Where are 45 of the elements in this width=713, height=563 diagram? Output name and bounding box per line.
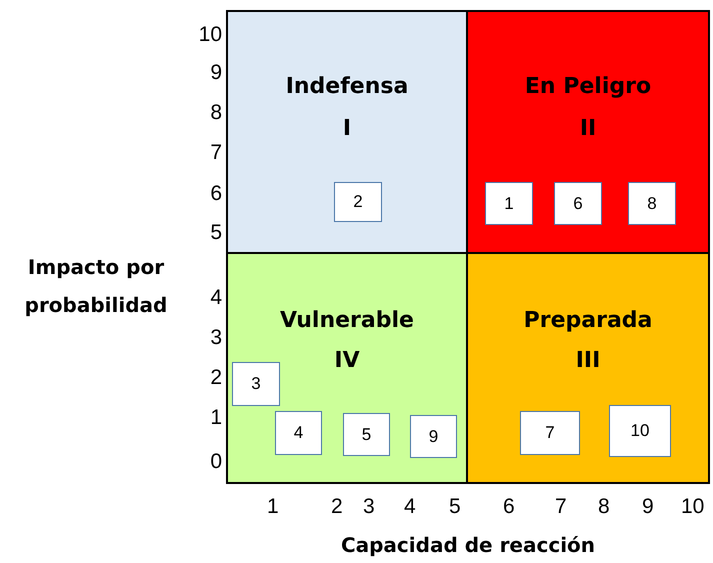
numbered-box: 2 (334, 182, 382, 222)
quadrant-panel (466, 252, 710, 484)
axis-tick-label: 1 (267, 495, 279, 519)
numbered-box: 1 (485, 182, 533, 225)
axis-tick-label: 10 (198, 23, 222, 47)
axis-title: Capacidad de reacción (340, 533, 596, 557)
axis-tick-label: 8 (598, 495, 610, 519)
axis-tick-label: 4 (210, 286, 222, 310)
axis-tick-label: 2 (210, 366, 222, 390)
numbered-box: 7 (520, 411, 580, 455)
quadrant-title: En Peligro (524, 74, 652, 99)
quadrant-title: Preparada (522, 308, 654, 333)
quadrant-title: Indefensa (284, 74, 410, 99)
axis-tick-label: 1 (210, 406, 222, 430)
axis-tick-label: 9 (210, 61, 222, 85)
axis-tick-label: 3 (363, 495, 375, 519)
axis-tick-label: 5 (449, 495, 461, 519)
axis-tick-label: 2 (331, 495, 343, 519)
quadrant-panel (226, 252, 468, 484)
numbered-box: 10 (609, 405, 671, 457)
quadrant-panel (466, 10, 710, 254)
axis-tick-label: 10 (681, 495, 704, 519)
numbered-box: 6 (554, 182, 602, 225)
quadrant-title: Vulnerable (279, 308, 415, 333)
axis-tick-label: 9 (642, 495, 654, 519)
quadrant-numeral: III (574, 348, 602, 373)
axis-tick-label: 0 (210, 450, 222, 474)
axis-tick-label: 3 (210, 326, 222, 350)
axis-tick-label: 6 (503, 495, 515, 519)
axis-tick-label: 5 (210, 221, 222, 245)
axis-tick-label: 8 (210, 101, 222, 125)
numbered-box: 5 (343, 413, 390, 456)
quadrant-panel (226, 10, 468, 254)
axis-tick-label: 7 (555, 495, 567, 519)
axis-tick-label: 7 (210, 141, 222, 165)
quadrant-numeral: I (342, 116, 352, 141)
axis-tick-label: 4 (404, 495, 416, 519)
quadrant-numeral: IV (333, 348, 361, 373)
numbered-box: 3 (232, 362, 280, 406)
axis-title: Impacto por probabilidad (24, 254, 168, 319)
numbered-box: 8 (628, 182, 676, 225)
numbered-box: 9 (410, 415, 457, 458)
axis-tick-label: 6 (210, 182, 222, 206)
numbered-box: 4 (275, 411, 322, 455)
quadrant-numeral: II (578, 116, 598, 141)
